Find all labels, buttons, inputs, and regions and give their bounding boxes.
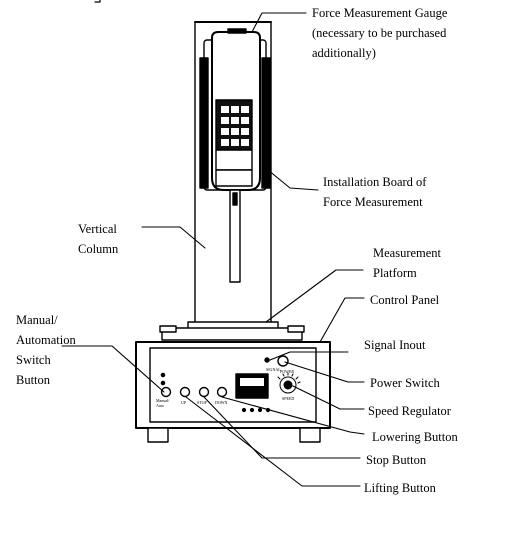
leader-stop-button xyxy=(203,396,361,459)
label-measurement-platform: Measurement Platform xyxy=(373,246,442,280)
panel-text-up: UP xyxy=(181,400,187,405)
panel-text-power: POWER xyxy=(280,369,294,374)
cut-off-mark xyxy=(94,0,101,3)
leader-force-gauge xyxy=(251,12,307,33)
leader-measurement-platform xyxy=(265,269,364,323)
label-vertical-column: Vertical Column xyxy=(78,222,119,256)
leader-lines xyxy=(61,12,365,487)
label-stop-button: Stop Button xyxy=(366,453,427,467)
panel-text-speed: SPEED xyxy=(282,396,295,401)
label-manual-switch: Manual/ Automation Switch Button xyxy=(16,313,76,387)
label-installation-board: Installation Board of Force Measurement xyxy=(323,175,427,209)
label-speed-regulator: Speed Regulator xyxy=(368,404,451,418)
leader-vertical-column xyxy=(141,226,206,249)
label-power-switch: Power Switch xyxy=(370,376,440,390)
panel-text-down: DOWN xyxy=(215,400,228,405)
leader-signal-input xyxy=(269,351,349,361)
gauge-keypad xyxy=(221,106,249,146)
leader-installation-board xyxy=(267,169,319,191)
panel-text-manual-auto: Manual/ Auto xyxy=(156,398,170,408)
leader-control-panel xyxy=(319,297,365,343)
label-force-gauge: Force Measurement Gauge (necessary to be… xyxy=(312,6,448,60)
measurement-platform xyxy=(159,321,305,341)
leader-speed-regulator xyxy=(292,385,365,410)
measurement-shaft xyxy=(229,189,241,283)
leader-lowering-button xyxy=(221,396,365,435)
leader-manual-switch xyxy=(61,345,165,393)
control-panel-details xyxy=(160,355,301,413)
label-lowering-button: Lowering Button xyxy=(372,430,458,444)
leader-lifting-button xyxy=(185,396,361,487)
label-lifting-button: Lifting Button xyxy=(364,481,436,495)
speed-dial xyxy=(277,372,301,394)
leader-power-switch xyxy=(284,361,365,383)
label-signal-input: Signal Inout xyxy=(364,338,426,352)
panel-text-signal: SIGNAL xyxy=(266,367,281,372)
label-control-panel: Control Panel xyxy=(370,293,440,307)
panel-text-stop: STOP xyxy=(197,400,207,405)
